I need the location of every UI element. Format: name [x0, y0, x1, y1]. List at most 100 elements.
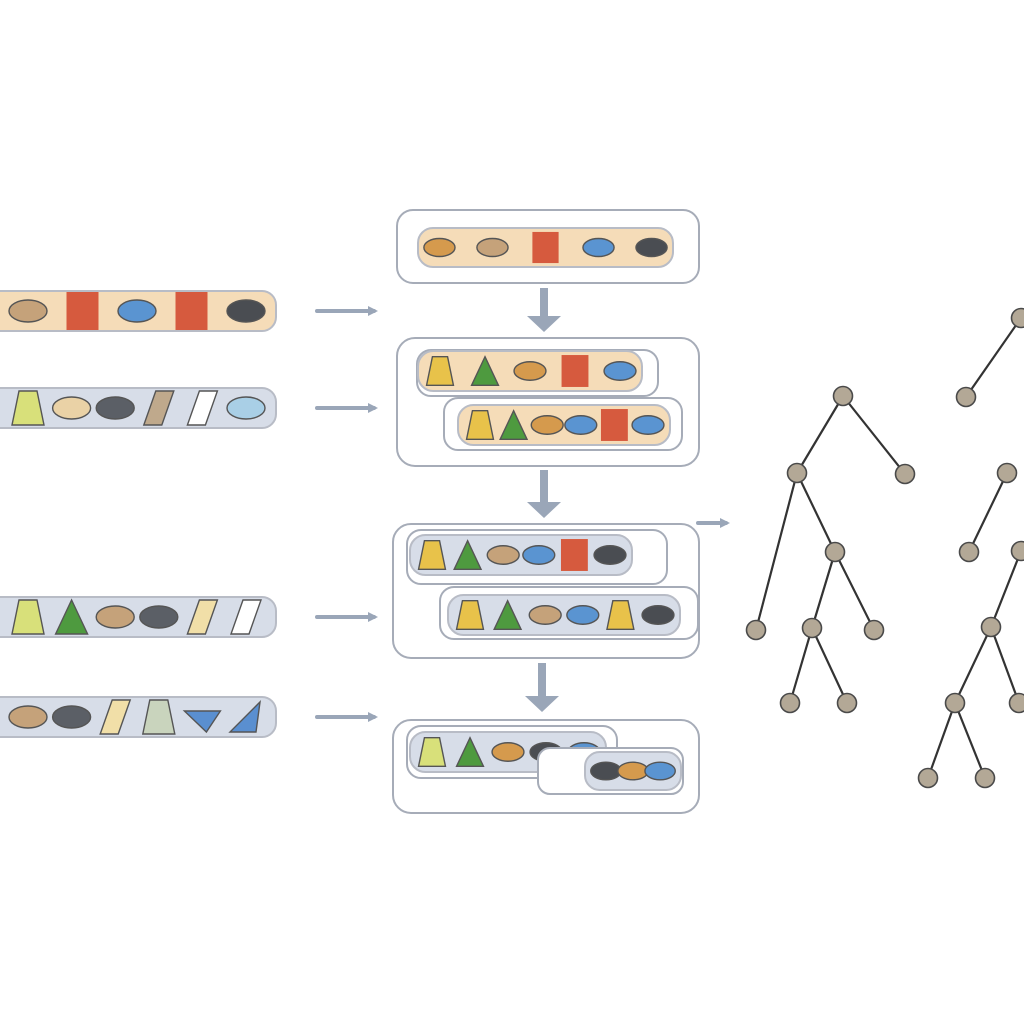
tan-oval-shape — [476, 237, 509, 258]
blue-oval-shape — [644, 761, 676, 781]
red-square-shape — [66, 292, 99, 330]
lime-trap-shape — [11, 599, 45, 635]
tree-node — [996, 462, 1018, 484]
stage-3-strip-b — [447, 594, 681, 636]
input-sequence-4 — [0, 696, 277, 738]
green-tri-shape — [499, 409, 529, 440]
tree-edge — [788, 627, 814, 704]
red-square-shape — [560, 539, 588, 571]
blue-oval-shape — [631, 415, 665, 435]
gray-oval-shape — [139, 605, 179, 629]
tree-node — [745, 619, 767, 641]
tree-edge — [810, 551, 837, 629]
blue-oval-shape — [117, 299, 157, 323]
green-tri-shape — [455, 736, 485, 767]
dark-oval-shape — [593, 545, 627, 565]
output-trees — [745, 307, 1024, 789]
tree-node — [944, 692, 966, 714]
blue-oval-shape — [582, 237, 615, 258]
tree-node — [786, 462, 808, 484]
orange-oval-shape — [530, 415, 564, 435]
tree-node — [832, 385, 854, 407]
tree-edge — [989, 626, 1021, 704]
tan-oval-shape — [8, 299, 48, 323]
tree-node — [917, 767, 939, 789]
red-square-shape — [175, 292, 208, 330]
down-arrow-1 — [527, 288, 561, 332]
red-square-shape — [532, 231, 559, 264]
tan-oval-shape — [528, 605, 562, 625]
stage-3 — [392, 523, 700, 659]
orange-oval-shape — [513, 361, 547, 381]
tree-edge — [842, 395, 906, 475]
tree-node — [801, 617, 823, 639]
tan-oval-shape — [95, 605, 135, 629]
green-tri-shape — [453, 539, 483, 570]
stage-4 — [392, 719, 700, 814]
white-para-shape — [230, 599, 262, 635]
lime-trap-shape — [417, 737, 447, 767]
dark-oval-shape — [635, 237, 668, 258]
tree-edge — [965, 317, 1022, 398]
tree-node — [824, 541, 846, 563]
dark-oval-shape — [226, 299, 266, 323]
tree-edge — [954, 626, 992, 704]
tree-edge — [953, 702, 987, 779]
tree-node — [958, 541, 980, 563]
red-square-shape — [600, 409, 628, 441]
beige-oval-shape — [51, 396, 92, 420]
blue-oval-shape — [566, 605, 600, 625]
tree-node — [980, 616, 1002, 638]
tan-oval-shape — [486, 545, 520, 565]
stage-1 — [396, 209, 700, 284]
blue-oval-shape — [522, 545, 556, 565]
flow-arrows — [315, 288, 730, 722]
white-para-shape — [186, 390, 219, 426]
tree-node — [894, 463, 916, 485]
tree-node — [1008, 692, 1024, 714]
blue-wedge-shape — [182, 710, 222, 734]
tree-edge — [754, 472, 799, 631]
stage-3-strip-a — [409, 534, 633, 576]
tree-node — [1010, 307, 1024, 329]
light-blue-oval-shape — [226, 396, 266, 420]
input-sequence-3 — [0, 596, 277, 638]
red-square-shape — [561, 355, 589, 387]
gray-oval-shape — [95, 396, 135, 420]
tree-node — [779, 692, 801, 714]
gray-oval-shape — [51, 705, 92, 729]
stage-frame — [392, 719, 700, 814]
tree-edge — [989, 550, 1023, 628]
tree-node — [974, 767, 996, 789]
sand-para-shape — [142, 390, 175, 426]
stage-frame — [396, 209, 700, 284]
dark-oval-shape — [641, 605, 675, 625]
orange-oval-shape — [491, 742, 525, 762]
tree-edge — [926, 702, 957, 779]
tree-node — [955, 386, 977, 408]
blue-wedge-shape — [228, 700, 261, 733]
green-tri-shape — [470, 355, 500, 386]
sage-trap-shape — [141, 699, 176, 735]
tree-edge — [796, 472, 836, 553]
tree-edge — [811, 627, 848, 704]
yellow-trap-shape — [455, 600, 485, 630]
tree-node — [1010, 540, 1024, 562]
cream-para-shape — [186, 599, 219, 635]
yellow-trap-shape — [425, 356, 455, 386]
yellow-trap-shape — [417, 540, 447, 570]
stage-2-strip-b — [457, 404, 671, 446]
blue-oval-shape — [603, 361, 637, 381]
tree-node — [863, 619, 885, 641]
tan-oval-shape — [8, 705, 48, 729]
down-arrow-3 — [525, 663, 559, 712]
tree-node — [836, 692, 858, 714]
yellow-trap-shape — [606, 600, 635, 630]
stage-frame — [392, 523, 700, 659]
output-tree-1 — [745, 385, 916, 714]
orange-oval-shape — [617, 761, 649, 781]
stage-frame — [396, 337, 700, 467]
output-tree-2 — [917, 307, 1024, 789]
green-tri-shape — [54, 598, 89, 635]
